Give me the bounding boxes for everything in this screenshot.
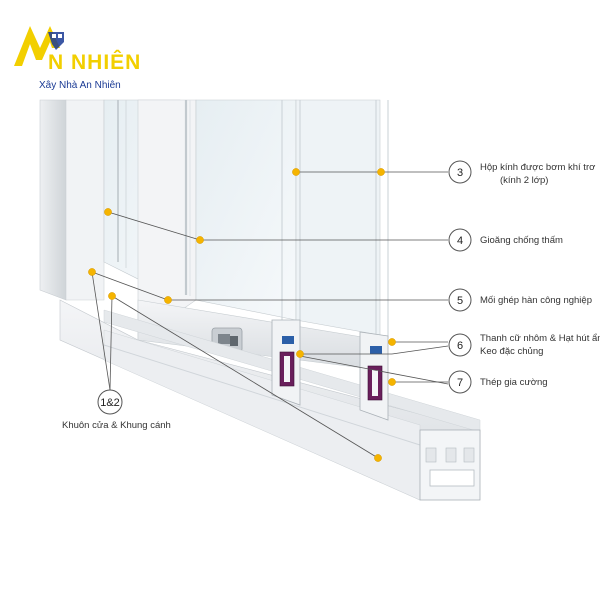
svg-text:7: 7: [457, 377, 463, 389]
callout-6-line-2: Keo đặc chủng: [480, 346, 544, 357]
svg-text:3: 3: [457, 167, 463, 179]
callout-3-line-2: (kính 2 lớp): [500, 175, 549, 186]
callout-label-5: Mối ghép hàn công nghiệp: [480, 294, 592, 307]
badge-3: 3: [448, 160, 472, 184]
marker-dot: [292, 168, 300, 176]
callout-badges: 3 4 5 6 7 1&2: [97, 160, 472, 415]
svg-text:6: 6: [457, 340, 463, 352]
marker-dot: [377, 168, 385, 176]
callout-label-1-2: Khuôn cửa & Khung cánh: [62, 419, 171, 432]
badge-1-2: 1&2: [97, 389, 123, 415]
brand-logo: N NHIÊN Xây Nhà An Nhiên: [8, 14, 158, 91]
callout-7-line-1: Thép gia cường: [480, 377, 548, 388]
badge-5: 5: [448, 288, 472, 312]
callout-label-7: Thép gia cường: [480, 376, 548, 389]
marker-dot: [196, 236, 204, 244]
svg-text:5: 5: [457, 295, 463, 307]
callout-5-line-1: Mối ghép hàn công nghiệp: [480, 295, 592, 306]
badge-4: 4: [448, 228, 472, 252]
svg-text:1&2: 1&2: [100, 397, 120, 409]
callout-label-6: Thanh cữ nhôm & Hạt hút ẩm Keo đặc chủng: [480, 332, 600, 358]
callout-4-line-1: Gioăng chống thấm: [480, 235, 563, 246]
right-sash-glass: [195, 99, 297, 321]
callout-markers: [88, 168, 396, 462]
marker-dot: [164, 296, 172, 304]
leader-lines: [91, 171, 449, 459]
brand-tagline: Xây Nhà An Nhiên: [39, 80, 121, 91]
marker-dot: [88, 268, 96, 276]
marker-dot: [296, 350, 304, 358]
marker-dot: [108, 292, 116, 300]
badge-6: 6: [448, 333, 472, 357]
marker-dot: [104, 208, 112, 216]
marker-dot: [374, 454, 382, 462]
brand-name: N NHIÊN: [48, 51, 142, 74]
marker-dot: [388, 378, 396, 386]
callout-label-4: Gioăng chống thấm: [480, 234, 563, 247]
callout-6-line-1: Thanh cữ nhôm & Hạt hút ẩm: [480, 333, 600, 344]
badge-7: 7: [448, 370, 472, 394]
outer-frame-left: [39, 99, 67, 301]
callout-label-3: Hộp kính được bơm khí trơ (kính 2 lớp): [480, 161, 595, 187]
marker-dot: [388, 338, 396, 346]
callout-3-line-1: Hộp kính được bơm khí trơ: [480, 162, 596, 173]
callout-1-2-line-1: Khuôn cửa & Khung cánh: [62, 420, 171, 431]
logo-mark-icon: [14, 26, 64, 66]
svg-text:4: 4: [457, 235, 463, 247]
